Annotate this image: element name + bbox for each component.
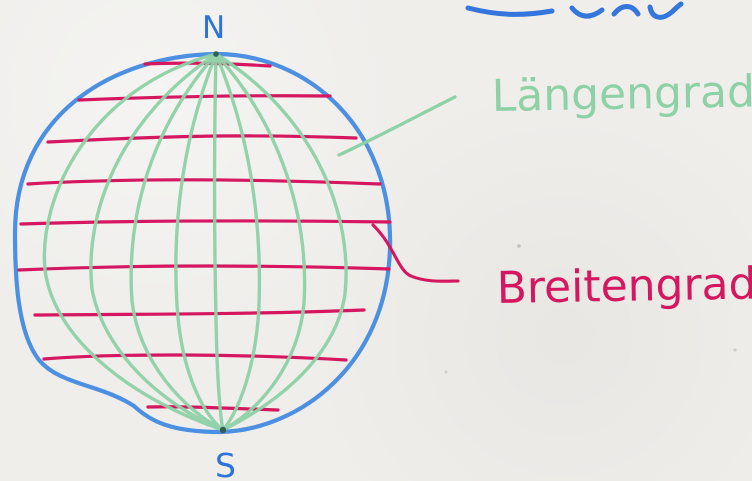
longitude-line-7 xyxy=(214,52,307,432)
longitude-line-2 xyxy=(89,52,225,432)
longitude-line-8 xyxy=(214,52,348,432)
paper-speck-1 xyxy=(517,244,521,248)
paper-speck-2 xyxy=(733,348,737,352)
longitude-line-1 xyxy=(42,52,225,432)
longitude-line-6 xyxy=(214,52,262,432)
longitude-label: Längengrad xyxy=(491,66,752,122)
latitude-label: Breitengrad xyxy=(496,258,752,314)
longitude-line-4 xyxy=(174,52,225,432)
globe-outline xyxy=(12,51,393,435)
top-right-blue-scribble xyxy=(465,1,684,20)
latitude-line-6 xyxy=(17,264,391,272)
longitude-lines xyxy=(42,52,348,432)
latitude-pointer xyxy=(371,223,460,283)
longitude-line-3 xyxy=(129,52,225,432)
south-pole-point xyxy=(219,426,227,434)
latitude-line-3 xyxy=(46,134,358,144)
longitude-pointer xyxy=(337,95,457,157)
latitude-lines xyxy=(17,61,392,412)
paper-speck-3 xyxy=(444,370,448,374)
south-label: S xyxy=(215,446,236,481)
longitude-line-5 xyxy=(212,52,225,432)
north-label: N xyxy=(202,10,225,46)
latitude-line-5 xyxy=(19,219,392,226)
latitude-line-2 xyxy=(77,94,332,102)
north-pole-point xyxy=(213,51,219,57)
latitude-line-7 xyxy=(33,308,366,317)
latitude-line-8 xyxy=(42,353,348,362)
